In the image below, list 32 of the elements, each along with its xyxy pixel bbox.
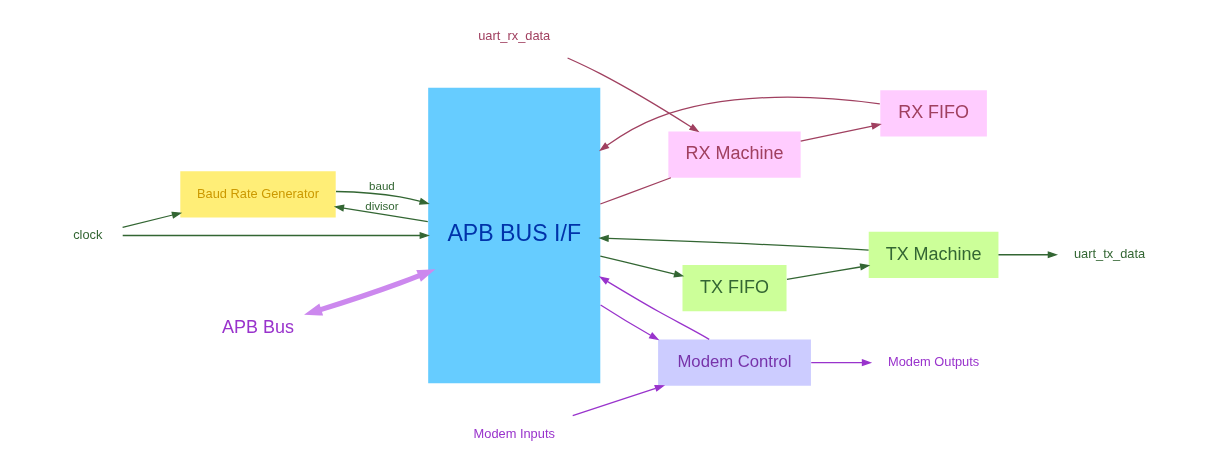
- edge-label: divisor: [365, 200, 399, 213]
- node-box: TX Machine: [868, 231, 999, 278]
- node-text: Modem Inputs: [473, 425, 555, 441]
- arrow: [599, 255, 685, 278]
- node-box: Modem Control: [658, 339, 811, 386]
- arrow: [997, 251, 1058, 259]
- arrow: [810, 359, 873, 367]
- arrow: [572, 385, 666, 417]
- node-box: RX Machine: [668, 131, 801, 178]
- arrow: [599, 304, 660, 341]
- arrow: [304, 269, 436, 316]
- arrow: [335, 190, 430, 205]
- arrow: [599, 96, 881, 152]
- node-text: APB Bus: [222, 316, 294, 337]
- node-text: uart_rx_data: [478, 27, 551, 43]
- node-box: RX FIFO: [880, 90, 987, 137]
- node-box: APB BUS I/F: [428, 87, 601, 384]
- edge-label: baud: [369, 179, 395, 192]
- arrow: [598, 276, 710, 340]
- node-text: Modem Outputs: [887, 353, 980, 369]
- arrow: [566, 57, 700, 133]
- node-box: Baud Rate Generator: [180, 171, 336, 218]
- arrow: [786, 263, 871, 281]
- arrow: [333, 204, 429, 223]
- arrow: [598, 234, 870, 251]
- node-text: clock: [73, 226, 103, 242]
- node-text: uart_tx_data: [1073, 245, 1146, 261]
- arrow: [121, 211, 183, 228]
- connector: [599, 177, 672, 205]
- arrow: [800, 122, 882, 142]
- node-box: TX FIFO: [682, 265, 787, 312]
- arrow: [122, 231, 430, 240]
